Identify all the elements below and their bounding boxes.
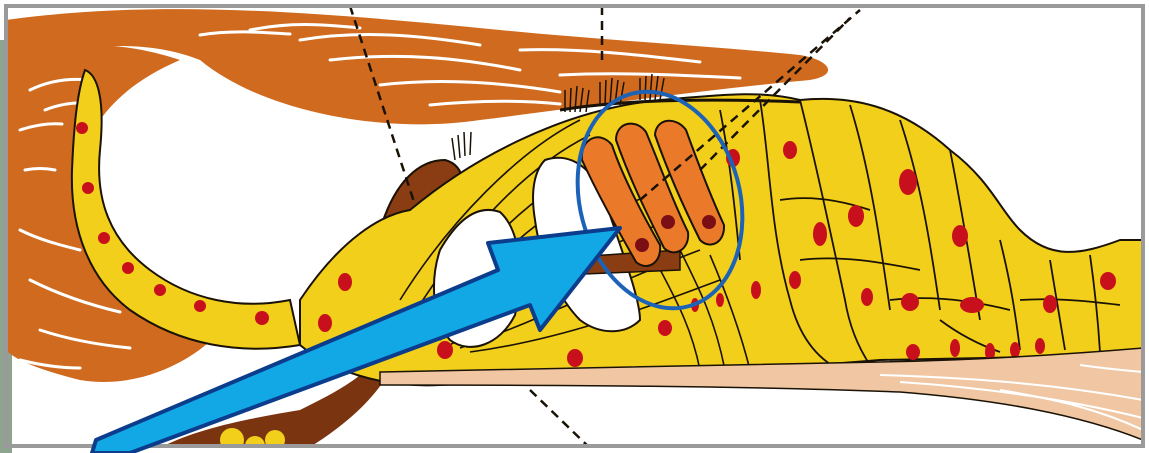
diagram-stage — [0, 0, 1149, 453]
organ-of-corti-illustration — [0, 0, 1149, 453]
